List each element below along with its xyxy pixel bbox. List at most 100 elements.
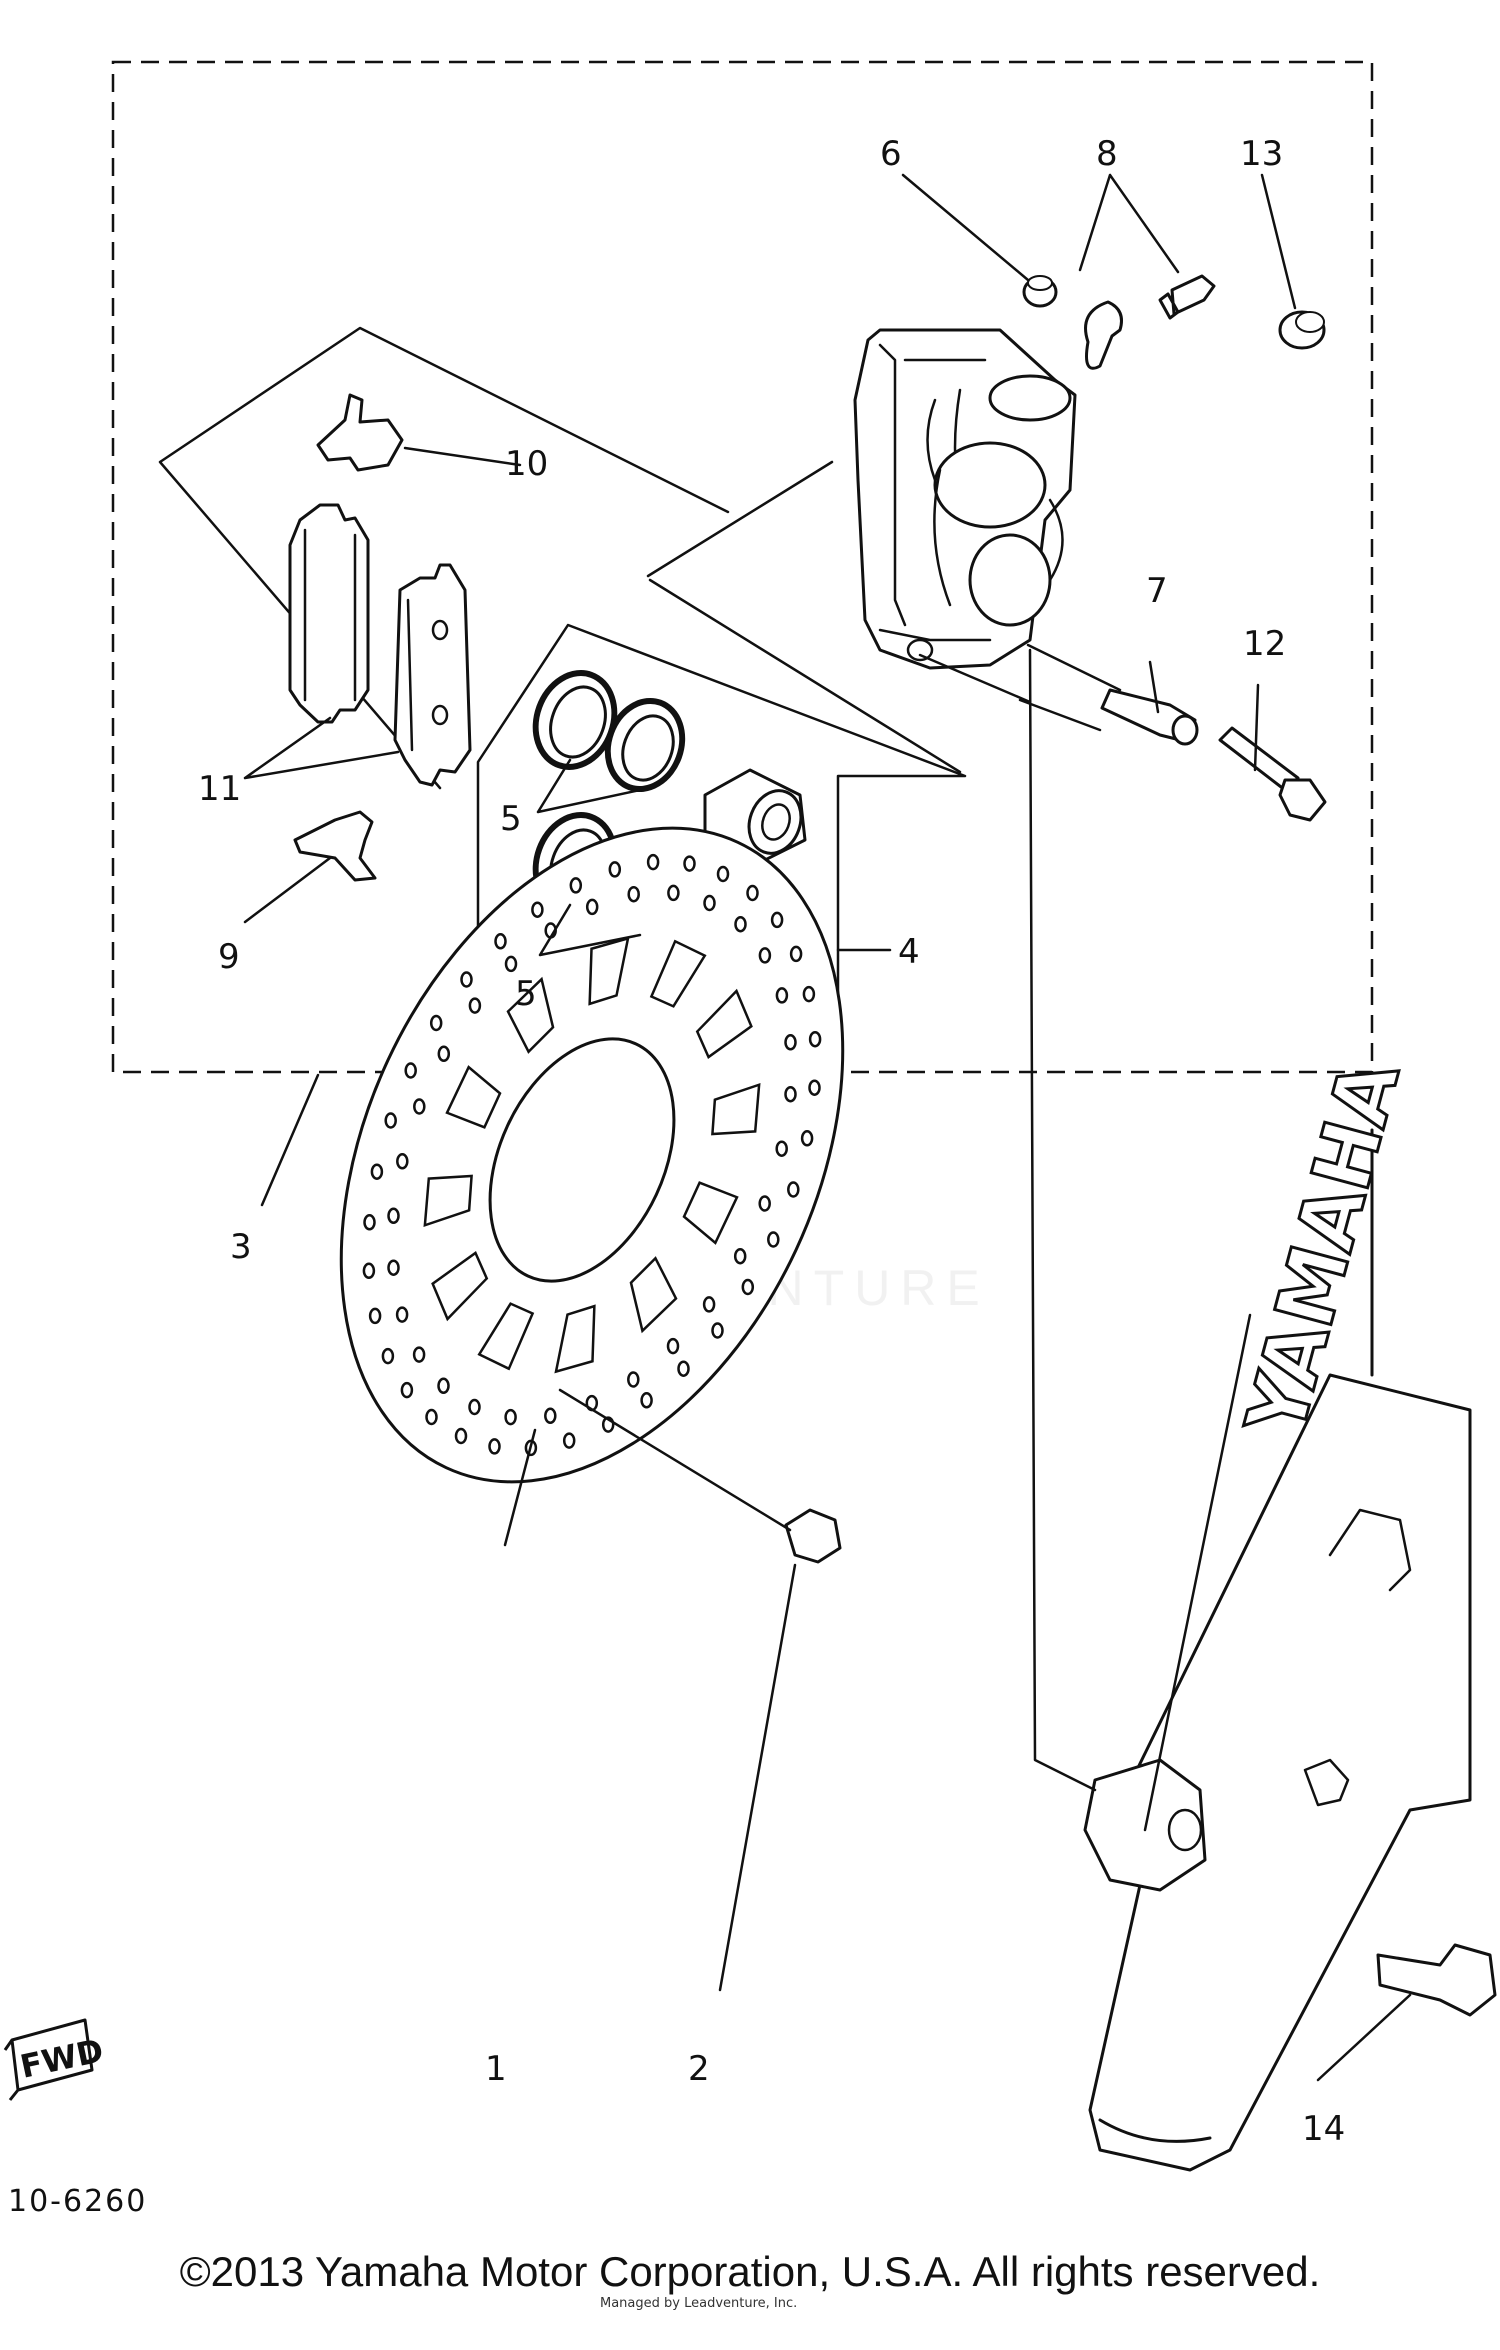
fork-bolt-14 xyxy=(1376,1943,1497,2017)
pad-spring-10 xyxy=(316,393,404,472)
callout-3: 3 xyxy=(230,1227,252,1267)
disc-hole xyxy=(468,1398,481,1416)
disc-vent-slot xyxy=(554,1304,596,1374)
disc-hole xyxy=(711,1322,724,1339)
disc-hole xyxy=(468,997,482,1014)
disc-hole xyxy=(437,1045,451,1063)
callout-10: 10 xyxy=(505,444,548,484)
disc-hole xyxy=(677,1360,690,1377)
callout-14: 14 xyxy=(1302,2109,1345,2149)
disc-hole xyxy=(370,1163,384,1180)
disc-hole xyxy=(746,884,759,902)
disc-hole xyxy=(627,1371,640,1388)
disc-hole xyxy=(683,855,696,872)
disc-hole xyxy=(808,1030,822,1048)
leader-lines xyxy=(243,173,1412,2082)
disc-vent-slot xyxy=(682,1181,739,1245)
callout-7: 7 xyxy=(1146,571,1168,611)
disc-hole xyxy=(775,987,789,1004)
cap-6 xyxy=(1022,275,1058,308)
disc-hole xyxy=(640,1392,653,1409)
callout-1: 1 xyxy=(485,2049,507,2089)
disc-vent-slot xyxy=(695,988,753,1059)
brake-pad-left xyxy=(288,503,370,724)
credit-line: Managed by Leadventure, Inc. xyxy=(600,2296,798,2311)
disc-hole xyxy=(758,1195,771,1212)
brake-pad-right xyxy=(393,563,472,787)
disc-hole xyxy=(425,1408,438,1426)
disc-vent-slot xyxy=(711,1082,761,1136)
disc-hole xyxy=(808,1079,821,1096)
disc-hole xyxy=(400,1381,414,1399)
disc-hole xyxy=(608,861,622,878)
disc-hole xyxy=(413,1098,426,1115)
disc-hole xyxy=(666,1337,680,1355)
disc-hole xyxy=(702,1296,716,1313)
disc-hole xyxy=(741,1278,755,1296)
disc-hole xyxy=(454,1427,468,1445)
disc-hole xyxy=(504,955,518,973)
disc-hole xyxy=(395,1306,409,1323)
disc-hole xyxy=(758,947,772,964)
disc-vent-slot xyxy=(445,1065,502,1129)
disc-hole xyxy=(775,1140,788,1157)
forward-arrow: FWD xyxy=(3,2018,107,2101)
disc-hole xyxy=(716,865,730,883)
disc-hole xyxy=(404,1062,417,1079)
disc-hole xyxy=(362,1262,376,1280)
disc-hole xyxy=(544,1407,557,1425)
disc-hole xyxy=(646,853,660,871)
pad-spring-9 xyxy=(293,810,377,882)
disc-hole xyxy=(494,933,507,950)
callout-2: 2 xyxy=(688,2049,710,2089)
drawing-code: 10-6260 xyxy=(8,2184,148,2219)
disc-hole xyxy=(585,898,599,916)
disc-hole xyxy=(562,1432,576,1449)
seal-ring-2 xyxy=(604,697,686,793)
callout-12: 12 xyxy=(1243,624,1286,664)
callout-13: 13 xyxy=(1240,134,1283,174)
callout-9: 9 xyxy=(218,937,240,977)
disc-hole xyxy=(368,1307,382,1325)
disc-hole xyxy=(784,1085,797,1103)
plug-13 xyxy=(1278,310,1326,350)
callout-4: 4 xyxy=(898,932,920,972)
disc-hole xyxy=(800,1130,814,1147)
disc-hole xyxy=(767,1231,780,1248)
copyright-notice: ©2013 Yamaha Motor Corporation, U.S.A. A… xyxy=(179,2248,1321,2295)
disc-vent-slot xyxy=(506,976,555,1054)
disc-hole xyxy=(363,1214,376,1231)
disc-hole xyxy=(627,885,640,903)
callout-5-upper: 5 xyxy=(500,799,522,839)
disc-hole xyxy=(437,1377,450,1395)
disc-hole xyxy=(429,1014,443,1032)
callout-8: 8 xyxy=(1096,134,1118,174)
disc-hole xyxy=(531,901,544,918)
disc-hole xyxy=(488,1438,501,1455)
bolt-12 xyxy=(1218,726,1327,822)
disc-hole xyxy=(789,945,803,963)
disc-hole xyxy=(387,1207,400,1225)
disc-hole xyxy=(387,1259,400,1276)
disc-hole xyxy=(384,1112,397,1129)
callout-11: 11 xyxy=(198,769,241,809)
disc-vent-slot xyxy=(431,1251,489,1322)
pin-7 xyxy=(1100,688,1199,746)
disc-hole xyxy=(784,1034,797,1051)
bleed-screw-8 xyxy=(1084,274,1216,370)
disc-hole xyxy=(733,1247,747,1265)
disc-vent-slot xyxy=(649,939,707,1008)
disc-hole xyxy=(734,915,747,933)
disc-hole xyxy=(770,911,784,929)
caliper-assembly-box xyxy=(111,60,1374,1074)
disc-hole xyxy=(569,877,583,894)
disc-vent-slot xyxy=(629,1256,678,1334)
disc-hole xyxy=(802,985,816,1003)
disc-hole xyxy=(412,1346,426,1363)
brake-disc xyxy=(339,826,845,1484)
disc-vent-slot xyxy=(477,1302,535,1371)
pad-kit-outline-right xyxy=(646,460,962,774)
disc-hole xyxy=(787,1181,800,1198)
disc-hole xyxy=(667,884,680,902)
